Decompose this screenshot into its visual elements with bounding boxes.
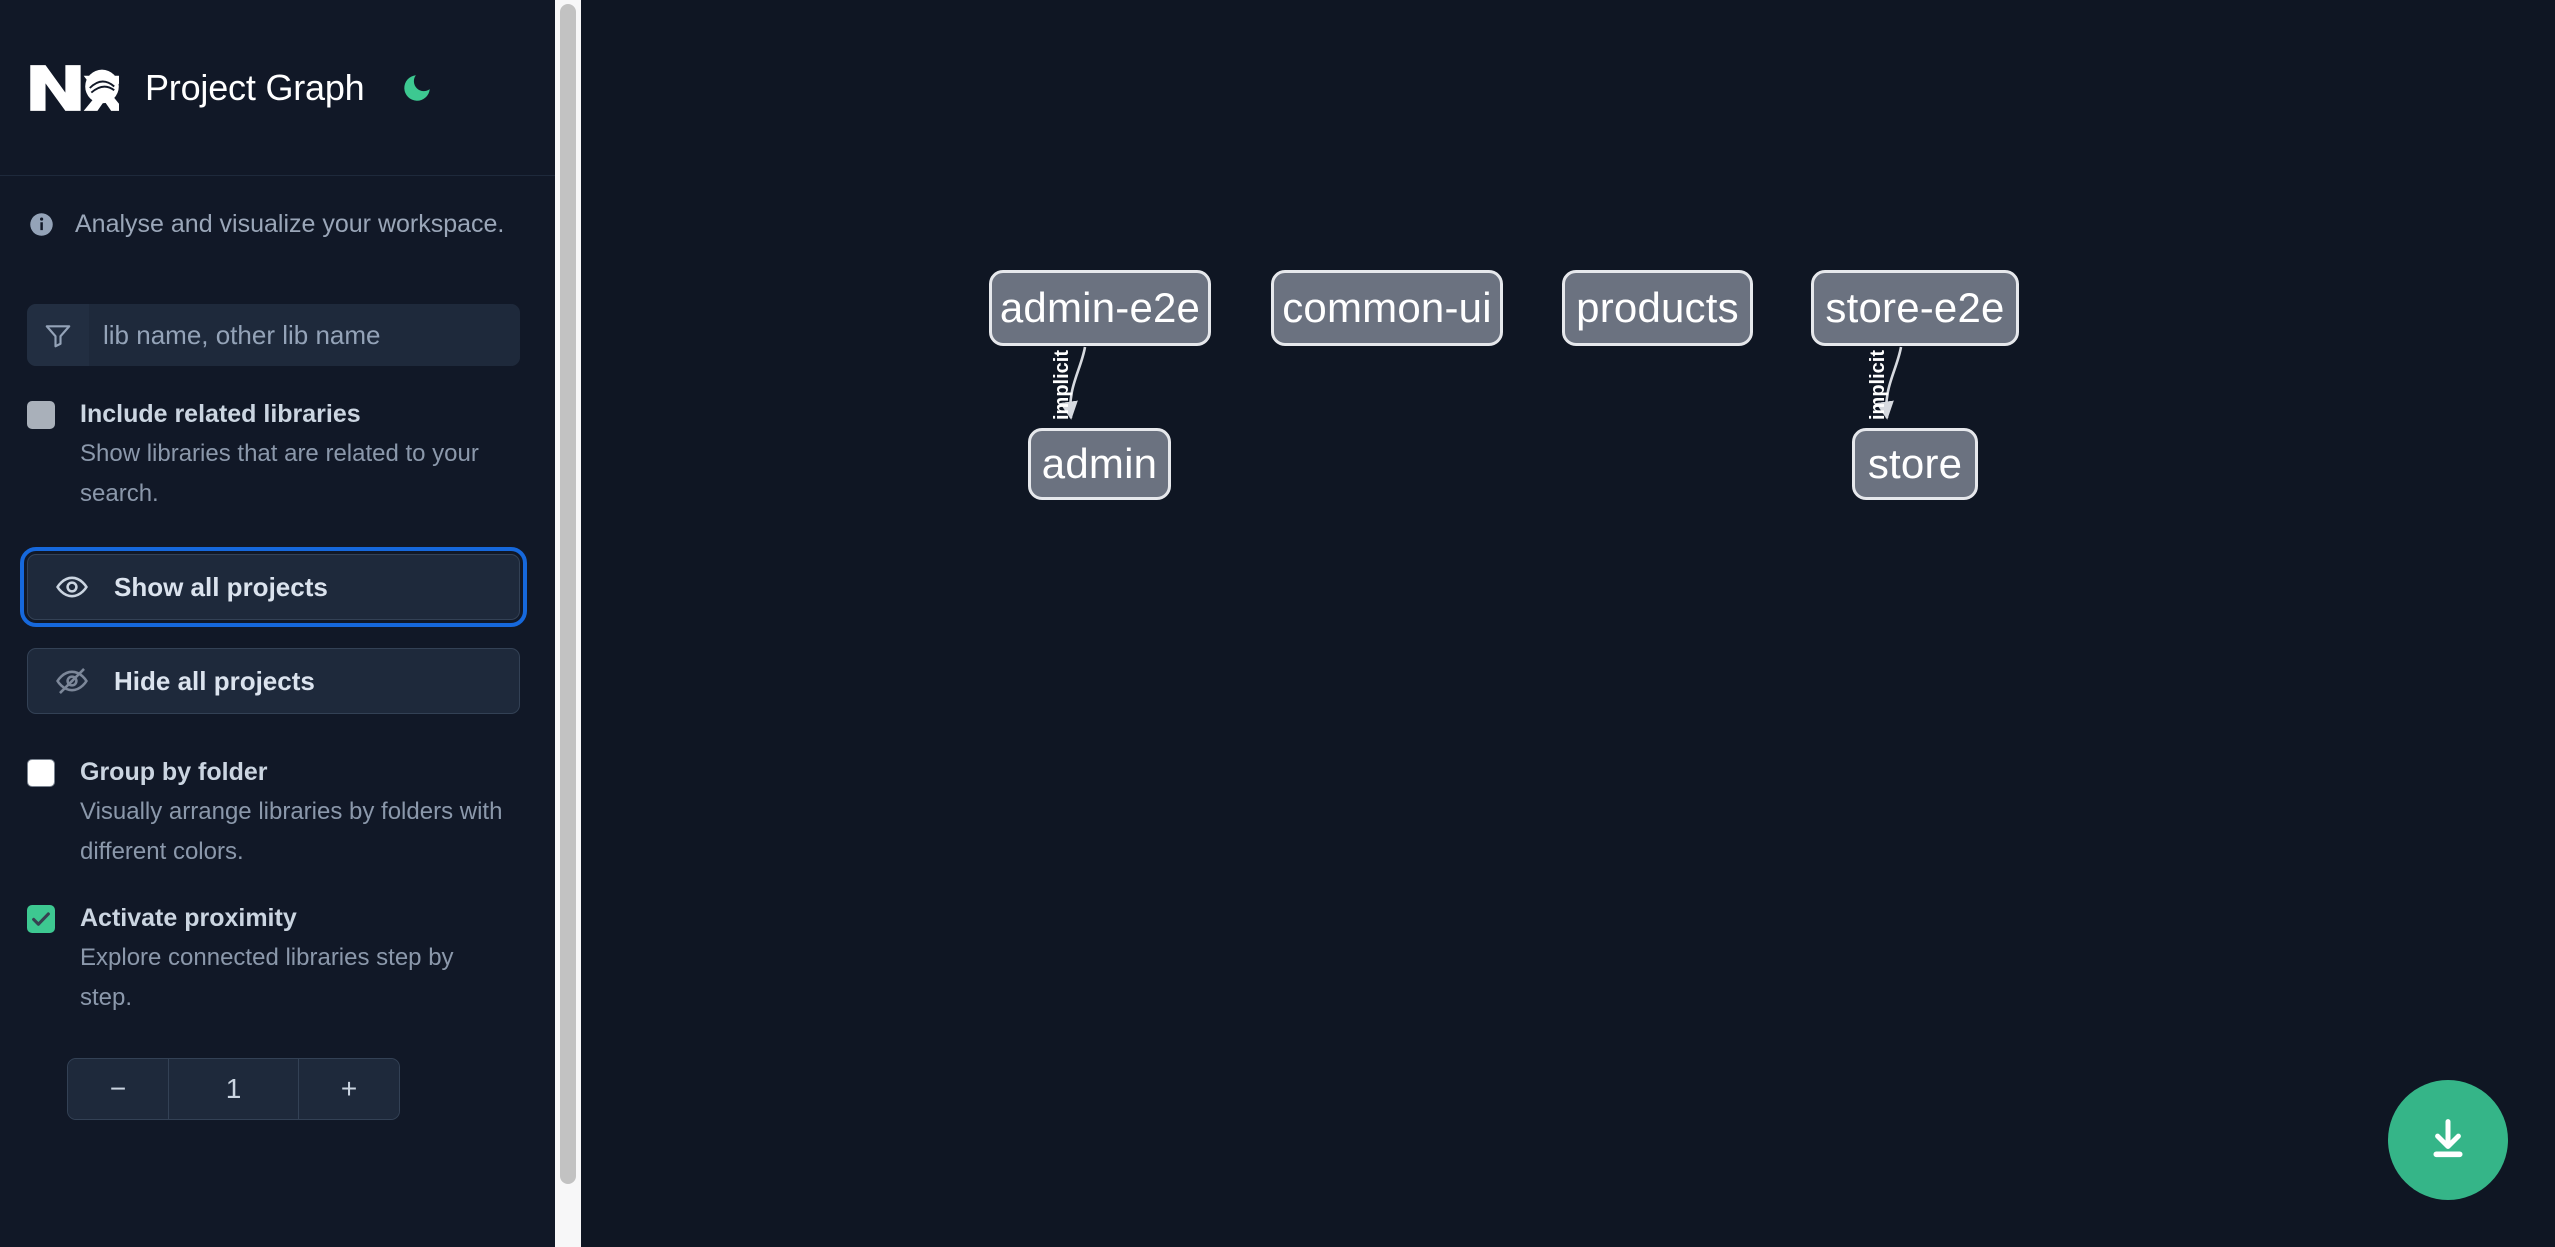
info-icon [30,212,53,236]
proximity-decrement-button[interactable]: − [68,1059,168,1119]
hide-all-projects-label: Hide all projects [114,665,315,696]
eye-icon [56,576,88,598]
graph-node-admin[interactable]: admin [1028,428,1171,500]
edge-store-e2e-store [1875,346,1903,420]
option-title: Include related libraries [80,400,361,428]
option-activate-proximity[interactable]: Activate proximity Explore connected lib… [27,900,521,1018]
tagline-text: Analyse and visualize your workspace. [75,209,505,238]
download-image-button[interactable] [2388,1080,2508,1200]
sidebar-scrollbar[interactable] [555,0,581,1247]
edge-label-implicit: implicit [1051,350,1073,420]
option-title: Group by folder [80,758,268,786]
option-description: Show libraries that are related to your … [80,440,479,507]
graph-node-admin-e2e[interactable]: admin-e2e [989,270,1211,346]
graph-edges: implicit implicit [1051,346,1903,420]
graph-node-common-ui[interactable]: common-ui [1271,270,1503,346]
proximity-value: 1 [168,1059,299,1119]
group-by-folder-checkbox[interactable] [27,759,55,787]
workspace-tagline: Analyse and visualize your workspace. [0,176,555,272]
sidebar-scrollbar-thumb[interactable] [560,4,576,1184]
hide-all-projects-button[interactable]: Hide all projects [27,648,520,714]
funnel-glyph [45,325,71,348]
node-label: store [1867,440,1963,487]
option-text: Activate proximity Explore connected lib… [80,900,510,1018]
search-input[interactable] [89,304,520,366]
option-description: Visually arrange libraries by folders wi… [80,798,503,865]
graph-canvas[interactable]: implicit implicit admin-e2e common-ui pr… [581,0,2555,1247]
proximity-stepper[interactable]: − 1 + [67,1058,400,1120]
moon-icon[interactable] [397,68,437,108]
show-all-projects-label: Show all projects [114,571,328,602]
node-label: admin-e2e [999,284,1201,331]
option-title: Activate proximity [80,904,297,932]
node-label: common-ui [1282,284,1492,331]
proximity-increment-button[interactable]: + [299,1059,399,1119]
graph-node-store-e2e[interactable]: store-e2e [1811,270,2019,346]
sidebar-header: Project Graph [0,0,555,176]
activate-proximity-checkbox[interactable] [27,905,55,933]
edge-label-implicit: implicit [1867,350,1889,420]
edge-admin-e2e-admin [1059,346,1087,420]
moon-glyph [403,74,430,101]
check-icon [32,912,50,926]
option-include-related-libraries[interactable]: Include related libraries Show libraries… [27,396,521,514]
option-text: Include related libraries Show libraries… [80,396,510,514]
node-label: products [1576,284,1739,331]
option-group-by-folder[interactable]: Group by folder Visually arrange librari… [27,754,521,872]
download-icon [2433,1119,2463,1158]
filter-field[interactable] [27,304,520,366]
node-label: admin [1041,440,1158,487]
graph-node-products[interactable]: products [1562,270,1753,346]
option-text: Group by folder Visually arrange librari… [80,754,510,872]
node-label: store-e2e [1825,284,2005,331]
option-description: Explore connected libraries step by step… [80,944,454,1011]
funnel-icon [27,304,89,366]
graph-node-store[interactable]: store [1852,428,1978,500]
page-title: Project Graph [145,66,365,108]
include-related-libraries-checkbox[interactable] [27,401,55,429]
sidebar-body: Include related libraries Show libraries… [0,304,555,1120]
sidebar: Project Graph Analyse and visualize your… [0,0,555,1247]
eye-off-icon [56,668,88,694]
nx-logo-icon [30,64,119,111]
show-all-projects-button[interactable]: Show all projects [20,547,527,627]
